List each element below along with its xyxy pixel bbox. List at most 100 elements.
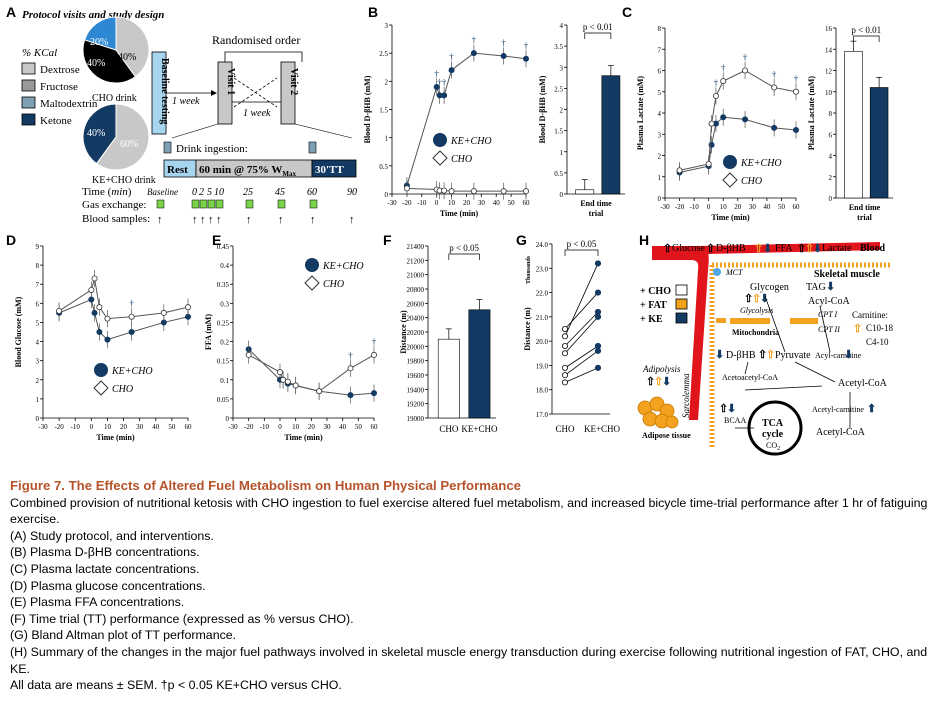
D-x-tick-label: 0 — [90, 423, 94, 431]
pie-cho-label-fructose: 40% — [87, 58, 105, 69]
legend-cho-label: + CHO — [640, 286, 671, 297]
pie-cho-title: CHO drink — [92, 93, 137, 104]
sarcolemma-label: Sarcolemma — [681, 373, 691, 418]
F-y-tick-label: 21000 — [407, 272, 425, 280]
F-significance-bracket — [448, 253, 480, 260]
panel-letter-g: G — [516, 232, 527, 248]
C-line-legend-open-marker — [722, 172, 738, 188]
B-line-y-tick-label: 2.5 — [379, 50, 388, 58]
C-line-y-tick-label: 5 — [658, 89, 662, 97]
E-x-tick-label: 30 — [324, 423, 332, 431]
F-y-label: Distance (m) — [399, 310, 408, 354]
G-pair-line — [564, 316, 599, 354]
E-point — [370, 351, 377, 358]
D-x-tick-label: 30 — [136, 423, 144, 431]
B-line-point — [403, 185, 410, 192]
up-arrow-icon: ⇧ — [663, 243, 672, 255]
C-line-point — [793, 88, 800, 95]
E-x-tick-label: 0 — [278, 423, 282, 431]
C-line-point — [742, 67, 749, 74]
D-point — [96, 304, 103, 311]
C-line-point — [793, 127, 800, 134]
E-x-tick-label: 40 — [339, 423, 347, 431]
acyl-carnitine-label: Acyl-carnitine — [815, 351, 862, 360]
down-arrow-icon: ⬇ — [813, 243, 822, 255]
visit1-box — [217, 61, 233, 125]
C-bar-y-tick-label: 16 — [825, 25, 833, 33]
E-point — [347, 392, 354, 399]
F-category-label: KE+CHO — [461, 424, 498, 434]
E-x-tick-label: 10 — [292, 423, 300, 431]
G-cho-point — [562, 379, 569, 386]
B-line-dagger: † — [442, 77, 447, 87]
D-y-label: Blood Glucose (mM) — [14, 296, 23, 367]
time-tick: 2 — [199, 187, 204, 198]
C-line-y-tick-label: 3 — [658, 131, 662, 139]
up-arrow-icon: ⇧ — [654, 376, 663, 388]
D-x-label: Time (min) — [96, 433, 135, 442]
legend-ke-label: + KE — [640, 314, 663, 325]
caption-title: Figure 7. The Effects of Altered Fuel Me… — [10, 478, 522, 493]
D-point — [128, 328, 135, 335]
G-ke-point — [594, 313, 602, 320]
C-line-point — [771, 124, 778, 131]
F-y-tick-label: 19400 — [407, 386, 425, 394]
C-line-dagger: † — [772, 70, 777, 80]
caption-line: (A) Study protocol, and interventions. — [10, 528, 214, 543]
drink-icon-2 — [308, 141, 317, 154]
up-arrow-icon: ⇧ — [744, 293, 753, 305]
G-cho-point — [562, 342, 569, 349]
C-line-dagger: † — [743, 53, 748, 63]
B-line-point — [523, 55, 530, 62]
panel-letter-b: B — [368, 4, 379, 20]
legend-swatch-fructose — [21, 79, 36, 92]
C-line-point — [720, 114, 727, 121]
caption-line: (B) Plasma D-βHB concentrations. — [10, 545, 200, 560]
C-line-dagger: † — [794, 74, 799, 84]
drink-icon-1 — [163, 141, 172, 154]
G-pair-line — [564, 263, 599, 337]
E-x-tick-label: -20 — [244, 423, 254, 431]
legend-cho-swatch — [675, 284, 688, 296]
visit1-label: Visit 1 — [225, 68, 236, 95]
B-line-point — [433, 83, 440, 90]
pie-ke-slice-dextrose — [95, 103, 150, 171]
cpt1-label: CPT I — [818, 310, 838, 319]
glucose-label: Glucose — [672, 243, 705, 254]
caption-line: All data are means ± SEM. †p < 0.05 KE+C… — [10, 678, 342, 693]
gas-marker — [191, 199, 200, 209]
mct-transporter-icon — [713, 268, 721, 276]
E-point — [284, 378, 291, 385]
blood-marker: ↑ — [157, 214, 163, 226]
E-point — [276, 369, 283, 376]
C-line-point — [708, 120, 715, 127]
D-y-tick-label: 0 — [36, 415, 40, 423]
glycolysis-label: Glycolysis — [740, 306, 773, 315]
caption-line: (H) Summary of the changes in the major … — [10, 644, 928, 676]
G-y-tick-label: 24.0 — [536, 241, 549, 249]
panel-a: Protocol visits and study design % KCal … — [21, 9, 357, 226]
up-arrow-icon: ⇧ — [646, 376, 655, 388]
pie-ke-label-ketone: 40% — [87, 128, 105, 139]
tag-label: TAG — [806, 282, 826, 293]
legend-maltodextrin: Maltodextrin — [40, 98, 98, 110]
D-y-tick-label: 4 — [36, 339, 40, 347]
pie-ke-slice-ketone — [82, 103, 117, 165]
G-y-tick-label: 23.0 — [536, 265, 549, 273]
G-pair-line — [564, 367, 599, 383]
blood-sample-markers: ↑ ↑ ↑ ↑ ↑ ↑ ↑ ↑ ↑ — [157, 214, 355, 226]
F-y-tick-label: 19000 — [407, 415, 425, 423]
pyruvate-label: Pyruvate — [775, 350, 811, 361]
G-y-label-top: Thousands — [526, 255, 532, 284]
F-p-value: p < 0.05 — [449, 243, 479, 253]
B-bar-x-label: End time — [580, 199, 612, 208]
C-bar-x-label: End time — [849, 203, 881, 212]
time-tick: 5 — [207, 187, 212, 198]
C-bar-y-tick-label: 12 — [825, 68, 833, 76]
D-x-tick-label: 50 — [168, 423, 176, 431]
G-cho-point — [562, 364, 569, 371]
E-y-tick-label: 0.35 — [217, 281, 230, 289]
down-arrow-icon: ⬇ — [844, 349, 853, 361]
D-x-tick-label: 20 — [120, 423, 128, 431]
